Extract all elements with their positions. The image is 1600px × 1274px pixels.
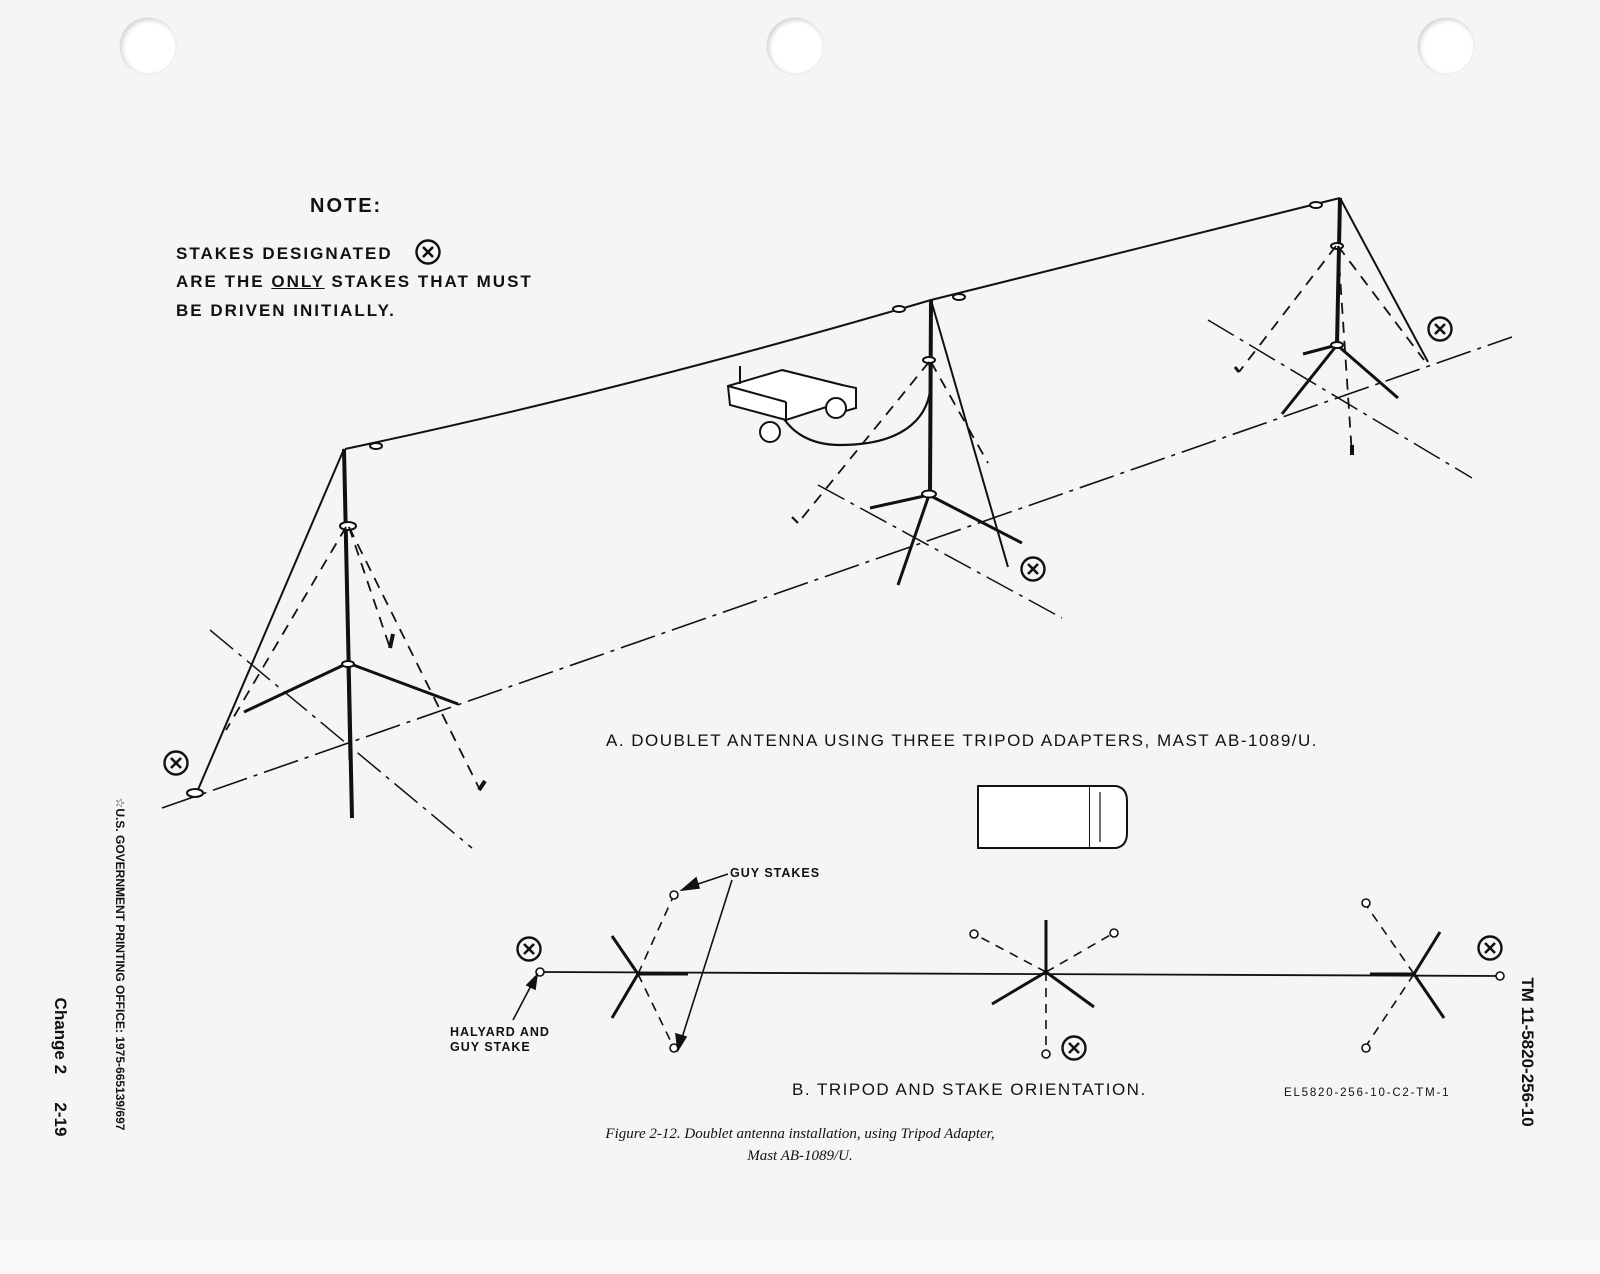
orientation-plan (512, 873, 1505, 1059)
callout-halyard-line-1: HALYARD AND (450, 1025, 550, 1039)
figure-caption-line-1: Figure 2-12. Doublet antenna installatio… (605, 1126, 995, 1142)
page-number: 2-19 (51, 1102, 70, 1137)
mast-right (1207, 197, 1473, 479)
note-emphasis-only: ONLY (271, 272, 325, 291)
binder-hole-right (1418, 18, 1474, 74)
binder-hole-left (120, 18, 176, 74)
caption-b: B. TRIPOD AND STAKE ORIENTATION. (792, 1080, 1147, 1099)
binder-hole-center (767, 18, 823, 74)
mast-left (186, 448, 487, 849)
printing-office-imprint: ☆U.S. GOVERNMENT PRINTING OFFICE: 1975-6… (113, 797, 127, 1131)
note-line-1: STAKES DESIGNATED (176, 244, 393, 263)
note-line-2-start: ARE THE (176, 272, 272, 291)
vehicle-3d (726, 366, 857, 443)
tm-number: TM 11-5820-256-10 (1518, 977, 1537, 1127)
change-and-page: Change 2 2-19 (50, 982, 70, 1152)
drawing-code: EL5820-256-10-C2-TM-1 (1284, 1087, 1451, 1099)
callout-halyard-line-2: GUY STAKE (450, 1040, 531, 1054)
centerline (161, 336, 1513, 809)
callout-guy-stakes: GUY STAKES (730, 866, 821, 880)
manual-page (0, 0, 1600, 1240)
mast-center (779, 299, 1063, 619)
stake-markers (163, 239, 1503, 1061)
figure-caption-line-2: Mast AB-1089/U. (747, 1148, 853, 1164)
note-line-2: ARE THE ONLY STAKES THAT MUST (176, 272, 533, 292)
page-bottom-margin (0, 1240, 1600, 1274)
note-title: NOTE: (310, 195, 383, 217)
vehicle-plan (977, 785, 1128, 849)
caption-a: A. DOUBLET ANTENNA USING THREE TRIPOD AD… (606, 731, 1319, 750)
antenna-wire (344, 197, 1341, 450)
note-line-2-end: STAKES THAT MUST (324, 272, 533, 291)
note-line-3: BE DRIVEN INITIALLY. (176, 301, 396, 320)
change-number: Change 2 (51, 997, 70, 1075)
